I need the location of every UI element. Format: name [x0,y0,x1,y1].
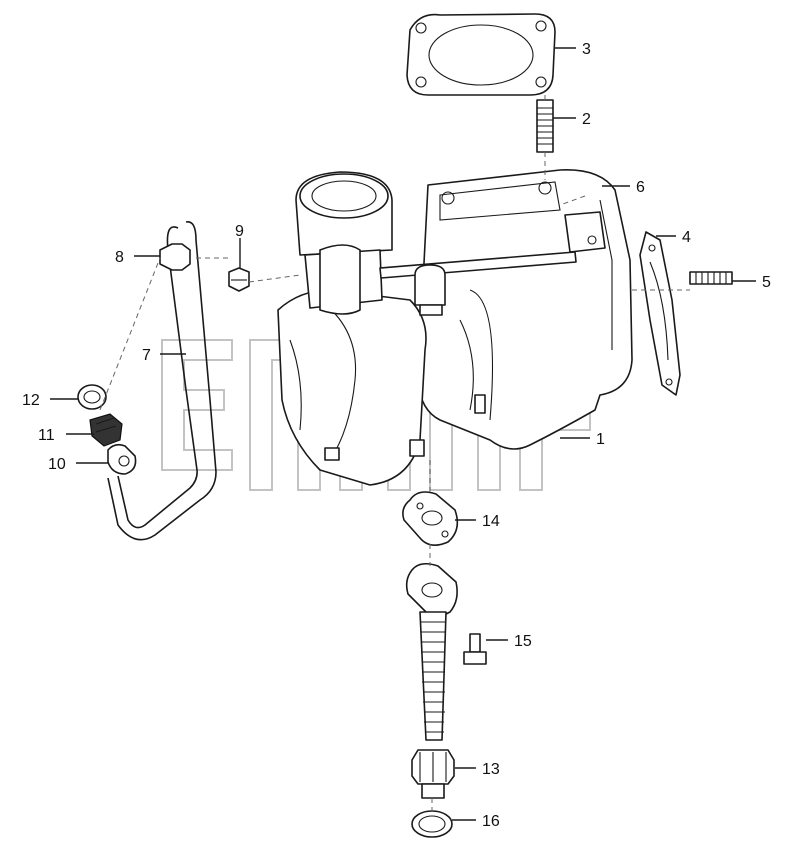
stud [536,99,554,153]
callout-16: 16 [482,813,500,830]
washer [77,384,107,410]
oil-drain-tube [405,562,458,799]
plug [228,267,250,292]
banjo-fitting [107,443,137,475]
callout-14: 14 [482,513,500,530]
callout-15: 15 [514,633,532,650]
leader-lines [50,47,756,821]
callout-9: 9 [235,223,244,240]
callout-11: 11 [38,427,55,444]
callout-7: 7 [142,347,151,364]
callout-6: 6 [636,179,645,196]
gasket-top [406,13,556,96]
flange-gasket [402,491,459,546]
callout-4: 4 [682,229,691,246]
gasket-side [639,231,681,396]
assembly-lines [99,95,690,812]
callout-12: 12 [22,392,40,409]
stud-side [689,271,733,285]
callout-5: 5 [762,274,771,291]
fitting [89,413,123,447]
callout-10: 10 [48,456,66,473]
oil-supply-line [107,221,217,541]
o-ring [411,810,453,838]
callout-labels: 3 2 6 4 5 1 7 8 9 12 11 10 14 15 13 16 [22,41,771,830]
callout-3: 3 [582,41,591,58]
callout-13: 13 [482,761,500,778]
bolt [463,633,487,665]
callout-8: 8 [115,249,124,266]
callout-1: 1 [596,431,605,448]
callout-2: 2 [582,111,591,128]
turbocharger-body [277,169,633,486]
